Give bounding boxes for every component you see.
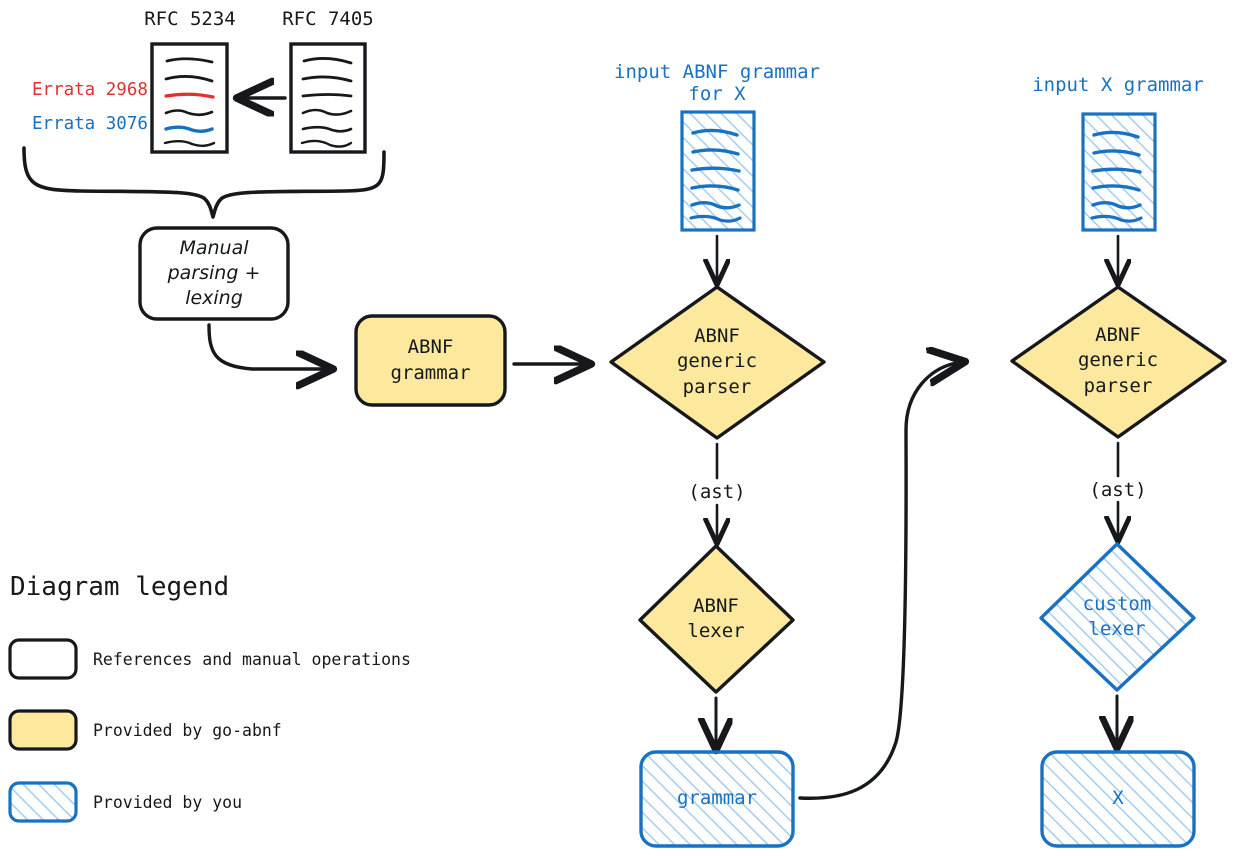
errata-2968-label: Errata 2968 (32, 80, 148, 100)
brace-rfcs-to-manual (22, 146, 386, 219)
edge-label-ast-right: (ast) (1058, 479, 1178, 502)
rfc-5234-document (150, 42, 229, 154)
node-abnf-generic-parser-center (609, 285, 826, 440)
rfc-7405-title: RFC 7405 (282, 8, 374, 30)
input-x-grammar-label: input X grammar (1032, 74, 1204, 96)
node-abnf-grammar (354, 314, 507, 407)
errata-3076-label: Errata 3076 (32, 114, 148, 134)
node-custom-lexer (1039, 542, 1196, 692)
node-input-abnf-grammar-document (680, 110, 756, 232)
legend-label-references: References and manual operations (93, 650, 411, 669)
node-manual-parsing-lexing (138, 226, 290, 321)
node-input-x-grammar-document (1081, 112, 1157, 232)
node-x-output (1040, 750, 1196, 848)
legend-swatch-references (8, 638, 78, 680)
legend-title: Diagram legend (10, 572, 230, 602)
rfc-5234-title: RFC 5234 (144, 8, 236, 30)
node-abnf-lexer (638, 544, 795, 694)
edge-grammar-to-right-parser (798, 362, 962, 800)
edge-manual-to-abnf-grammar (207, 323, 330, 369)
rfc-7405-document (289, 42, 367, 154)
input-abnf-grammar-label: input ABNF grammar for X (614, 61, 820, 106)
legend-swatch-provided-by-you (8, 781, 78, 823)
node-abnf-generic-parser-right (1010, 285, 1227, 439)
legend-swatch-go-abnf (8, 709, 78, 751)
legend-label-provided-by-you: Provided by you (93, 793, 243, 812)
edge-label-ast-center: (ast) (657, 481, 777, 504)
legend-label-go-abnf: Provided by go-abnf (93, 721, 282, 740)
node-grammar-output (639, 750, 795, 848)
